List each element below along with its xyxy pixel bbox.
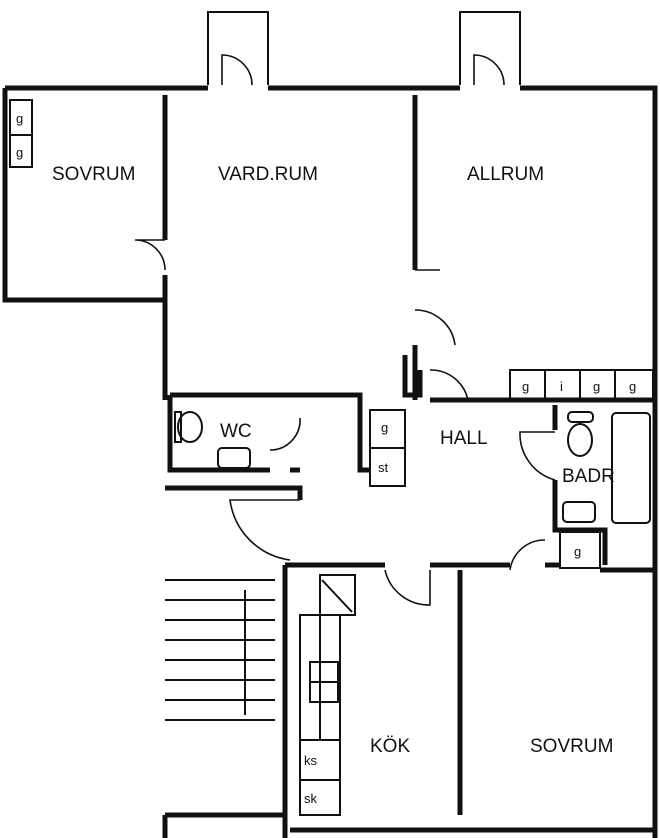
badr-closet: g [559, 531, 601, 569]
room-label-sovrum: SOVRUM [52, 164, 135, 185]
bathroom-fixtures [562, 411, 651, 524]
closet-label: g [522, 379, 529, 394]
room-label-kok: KÖK [370, 736, 410, 757]
walls [2, 85, 658, 838]
closet-label: g [629, 379, 636, 394]
kitchen-fixtures: ks sk [299, 574, 356, 816]
wc-fixtures [174, 411, 251, 469]
balcony-left [207, 11, 269, 86]
allrum-closets: g i g g [509, 369, 654, 401]
closet-label: g [16, 111, 23, 126]
room-label-hall: HALL [440, 428, 488, 449]
closet-label: g [593, 379, 600, 394]
freezer-label: sk [304, 791, 318, 806]
doors [134, 239, 556, 606]
room-label-wc: WC [220, 421, 252, 442]
fridge-label: ks [304, 753, 318, 768]
closet-label: g [381, 420, 388, 435]
closet-label: g [574, 544, 581, 559]
room-label-vardrum: VARD.RUM [218, 164, 318, 185]
room-label-allrum: ALLRUM [467, 164, 544, 185]
closet-label: g [16, 145, 23, 160]
closet-label: i [560, 379, 563, 394]
staircase [165, 579, 275, 721]
sovrum-closets: g g [9, 99, 33, 168]
storage-label: st [378, 460, 389, 475]
room-label-sovrum-2: SOVRUM [530, 736, 613, 757]
balcony-right [459, 11, 521, 86]
room-label-badr: BADR [562, 466, 615, 487]
hall-closets: g st [369, 409, 406, 487]
